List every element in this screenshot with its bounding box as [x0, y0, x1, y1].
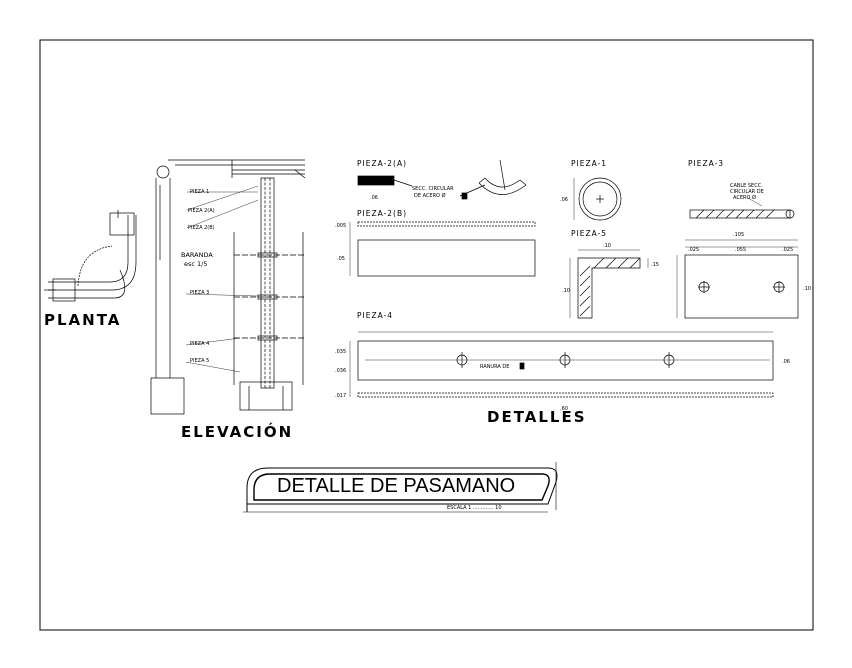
planta-label: PLANTA [44, 311, 121, 329]
callout-pieza-3: PIEZA 3 [190, 290, 209, 296]
secc-circular-1: SECC. CIRCULAR [412, 186, 454, 192]
pieza-3-label: PIEZA-3 [688, 159, 724, 168]
elevacion-drawing [150, 159, 306, 415]
pieza-2b-drawing [349, 221, 536, 277]
pieza-2a-label: PIEZA-2(A) [357, 159, 407, 168]
dim-10-p5-v: .10 [562, 288, 570, 294]
drawing-title: DETALLE DE PASAMANO [277, 475, 515, 497]
pieza-2a-drawing [357, 159, 527, 200]
callout-pieza-2b: PIEZA 2(B) [188, 225, 215, 231]
sheet-border [39, 39, 814, 631]
title-block-frame [243, 462, 558, 513]
dim-036: .036 [335, 368, 346, 374]
callout-pieza-5: PIEZA 5 [190, 358, 209, 364]
pieza-3-drawing [689, 197, 795, 219]
elevacion-leaders [185, 185, 259, 373]
dim-60: .60 [560, 406, 568, 412]
dim-06-p4: .06 [782, 359, 790, 365]
detalles-label: DETALLES [487, 408, 587, 426]
dim-10-p5: .10 [603, 243, 611, 249]
dim-035: .035 [335, 349, 346, 355]
dim-10-plate: .10 [803, 286, 811, 292]
dim-055: .055 [735, 247, 746, 253]
pieza-4-drawing [349, 331, 774, 398]
pieza-5-drawing [569, 249, 649, 319]
dim-05-b: .05 [337, 256, 345, 262]
dim-105: .105 [733, 232, 744, 238]
cable-line-1: CABLE SECC. [730, 183, 763, 189]
pieza-2b-label: PIEZA-2(B) [357, 209, 407, 218]
pieza-1-drawing [573, 177, 622, 221]
dim-015-p5: .15 [651, 262, 659, 268]
plate-drawing [676, 239, 799, 319]
pieza-4-label: PIEZA-4 [357, 311, 393, 320]
baranda-scale: esc 1/5 [184, 260, 208, 268]
dim-06-a: .06 [370, 195, 378, 201]
dim-06-p1: .06 [560, 197, 568, 203]
cable-line-2: CIRCULAR DE [730, 189, 764, 195]
baranda-label: BARANDA [181, 251, 213, 259]
dim-025-l: .025 [688, 247, 699, 253]
pieza-5-label: PIEZA-5 [571, 229, 607, 238]
callout-pieza-2a: PIEZA 2(A) [188, 208, 215, 214]
ranura-label: RANURA DE [480, 364, 509, 370]
callout-pieza-1: PIEZA 1 [190, 189, 209, 195]
cable-line-3: ACERO Ø [733, 194, 756, 201]
dim-005: .005 [335, 223, 346, 229]
secc-circular-2: DE ACERO Ø [414, 192, 446, 199]
planta-drawing [44, 210, 137, 302]
pieza-1-label: PIEZA-1 [571, 159, 607, 168]
dim-017: .017 [335, 393, 346, 399]
dim-025-r: .025 [782, 247, 793, 253]
drawing-scale: ESCALA 1 ............. 10 [447, 505, 502, 511]
callout-pieza-4: PIEZA 4 [190, 341, 209, 347]
elevacion-label: ELEVACIÓN [181, 422, 293, 441]
